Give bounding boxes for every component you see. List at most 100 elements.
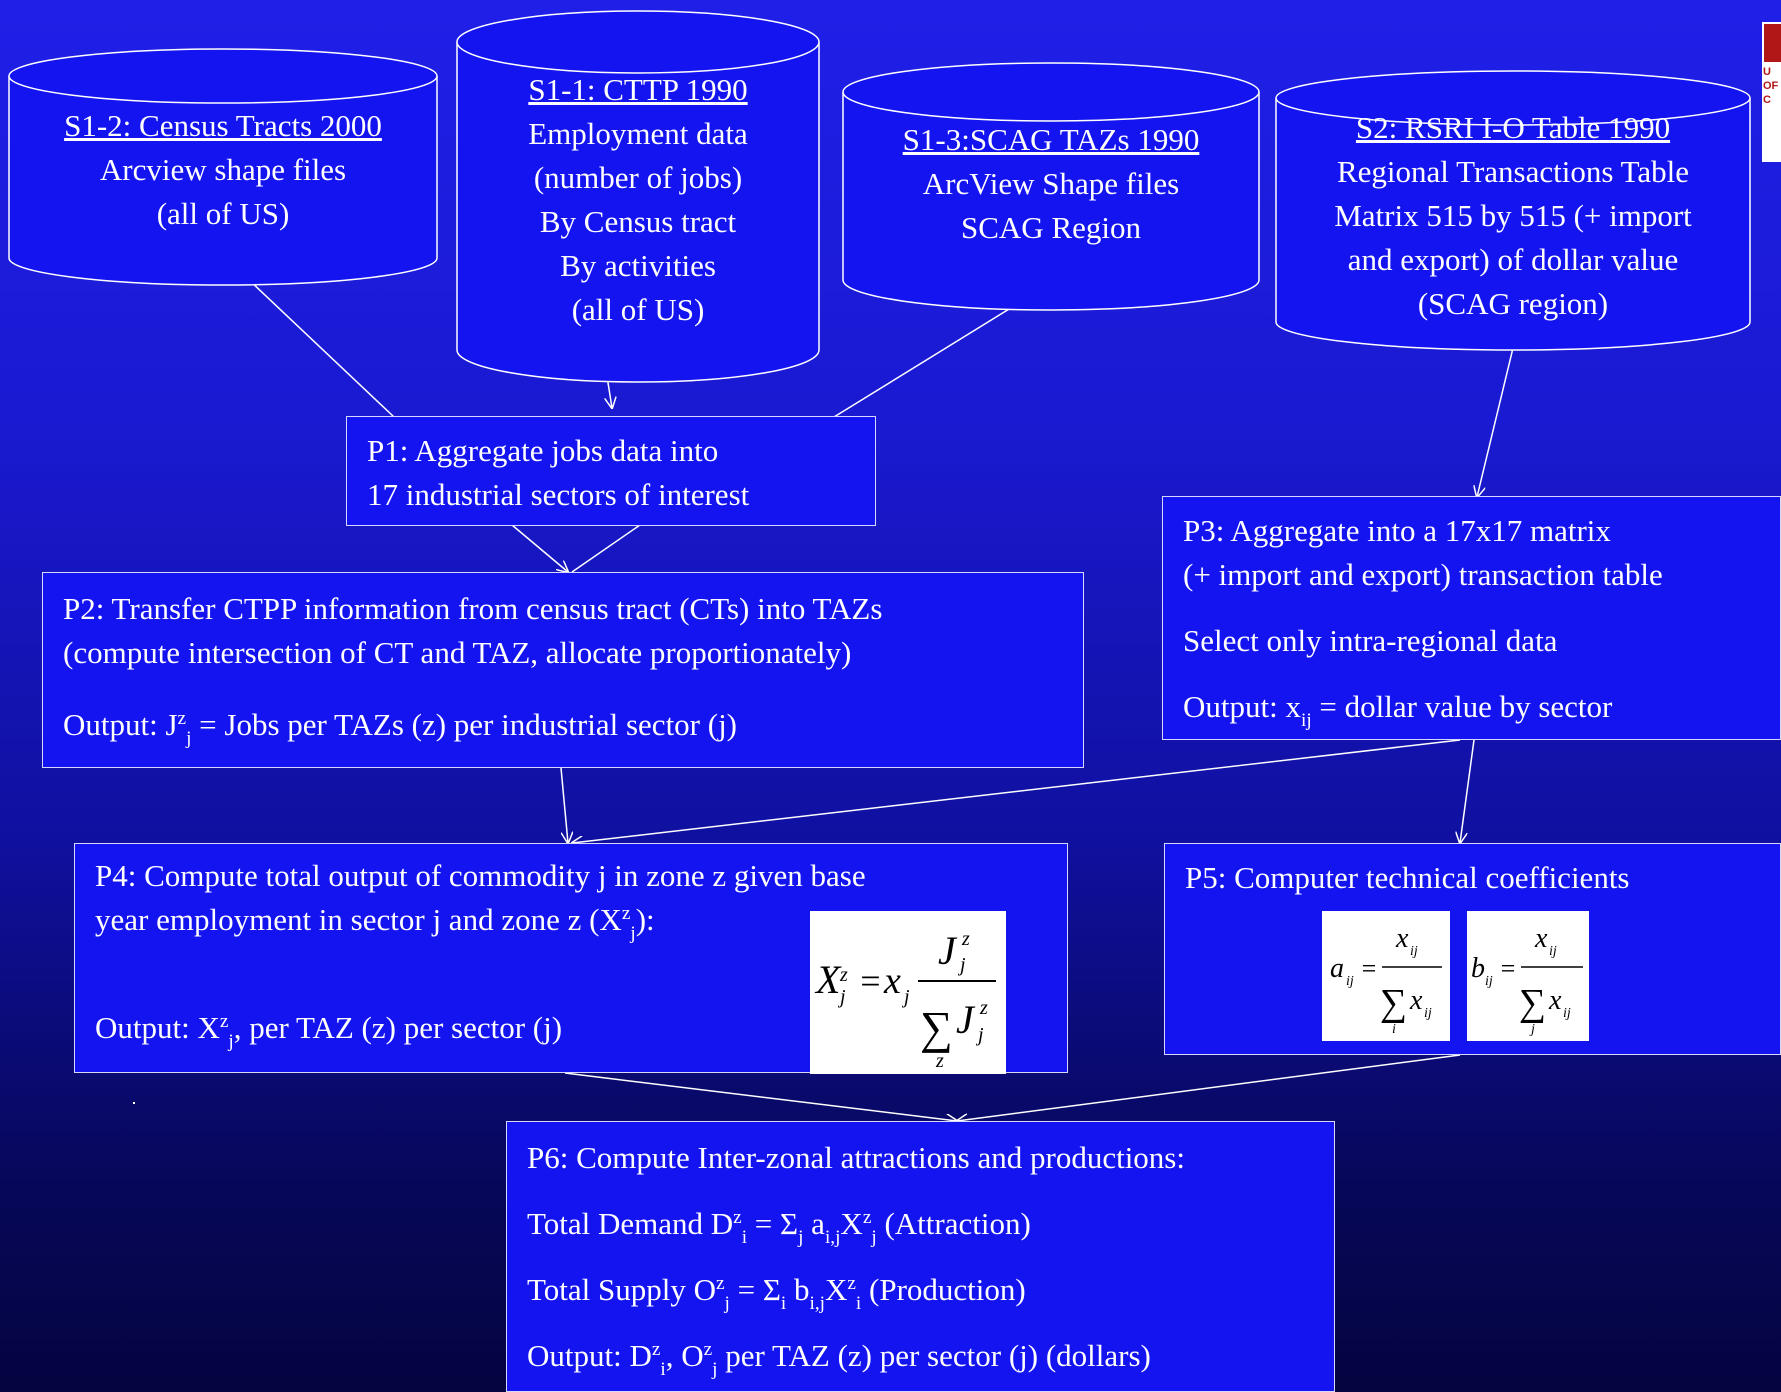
source-s1-3-text: S1-3:SCAG TAZs 1990 ArcView Shape files … bbox=[842, 118, 1260, 250]
svg-text:=: = bbox=[1360, 954, 1378, 983]
process-p2-box: P2: Transfer CTPP information from censu… bbox=[42, 572, 1084, 768]
edge-p5-to-p6 bbox=[957, 1054, 1461, 1121]
process-p4-line-1: P4: Compute total output of commodity j … bbox=[95, 858, 866, 893]
p5-formula-a-svg: a ij = x ij ∑ x ij i bbox=[1330, 923, 1442, 1037]
logo-line-1: U bbox=[1763, 66, 1771, 78]
svg-text:∑: ∑ bbox=[1380, 982, 1407, 1024]
process-p5-box: P5: Computer technical coefficients a ij… bbox=[1164, 843, 1781, 1055]
svg-text:j: j bbox=[957, 954, 966, 976]
process-p3-line-2: (+ import and export) transaction table bbox=[1183, 557, 1663, 592]
source-s1-1-title: S1-1: CTTP 1990 bbox=[528, 72, 748, 107]
process-p6-title: P6: Compute Inter-zonal attractions and … bbox=[527, 1140, 1185, 1175]
svg-text:z: z bbox=[979, 997, 988, 1019]
source-s1-2-text: S1-2: Census Tracts 2000 Arcview shape f… bbox=[8, 104, 438, 236]
process-p1-line-2: 17 industrial sectors of interest bbox=[367, 477, 750, 512]
process-p3-output: Output: xij = dollar value by sector bbox=[1183, 689, 1613, 731]
source-s2-line-4: (SCAG region) bbox=[1417, 286, 1609, 321]
p4-formula-svg: X z j = x j J z j ∑ J z j z bbox=[814, 928, 996, 1072]
source-s1-1-line-2: (number of jobs) bbox=[533, 160, 743, 195]
process-p5-title: P5: Computer technical coefficients bbox=[1185, 860, 1630, 895]
svg-text:=: = bbox=[858, 961, 882, 1001]
cylinder-shape bbox=[1275, 70, 1751, 351]
process-p3-box: P3: Aggregate into a 17x17 matrix (+ imp… bbox=[1162, 496, 1781, 740]
svg-text:ij: ij bbox=[1424, 1006, 1432, 1021]
source-s2-line-2: Matrix 515 by 515 (+ import bbox=[1334, 198, 1692, 233]
source-s2-line-1: Regional Transactions Table bbox=[1336, 154, 1689, 189]
university-logo: U OF C bbox=[1762, 22, 1781, 162]
process-p2-output: Output: Jzj = Jobs per TAZs (z) per indu… bbox=[63, 707, 738, 749]
svg-text:ij: ij bbox=[1549, 944, 1557, 959]
source-s1-3-cylinder: S1-3:SCAG TAZs 1990 ArcView Shape files … bbox=[842, 62, 1260, 312]
svg-text:j: j bbox=[837, 986, 846, 1008]
source-s1-1-line-1: Employment data bbox=[528, 116, 748, 151]
edge-p4-to-p6 bbox=[564, 1072, 957, 1121]
process-p6-output: Output: Dzi, Ozj per TAZ (z) per sector … bbox=[527, 1338, 1151, 1380]
process-p4-box: P4: Compute total output of commodity j … bbox=[74, 843, 1068, 1074]
process-p2-line-1: P2: Transfer CTPP information from censu… bbox=[63, 591, 883, 626]
edge-p1-to-p2-a bbox=[511, 524, 568, 572]
process-p6-supply: Total Supply Ozj = Σi bi,jXzi (Productio… bbox=[527, 1272, 1026, 1314]
process-p6-box: P6: Compute Inter-zonal attractions and … bbox=[506, 1121, 1335, 1392]
edge-p3-to-p5 bbox=[1460, 739, 1475, 843]
svg-text:∑: ∑ bbox=[920, 1002, 953, 1053]
svg-text:j: j bbox=[975, 1024, 984, 1046]
svg-text:x: x bbox=[1409, 985, 1423, 1016]
svg-text:x: x bbox=[1534, 923, 1548, 954]
source-s1-1-line-4: By activities bbox=[560, 248, 716, 283]
source-s1-3-line-2: SCAG Region bbox=[961, 210, 1141, 245]
svg-text:j: j bbox=[1529, 1022, 1535, 1037]
svg-text:z: z bbox=[839, 964, 848, 986]
p5-formula-a: a ij = x ij ∑ x ij i bbox=[1322, 911, 1450, 1041]
process-p2-line-2: (compute intersection of CT and TAZ, all… bbox=[63, 635, 852, 670]
svg-text:x: x bbox=[1548, 985, 1562, 1016]
edge-s1-2-to-p1 bbox=[229, 261, 395, 418]
svg-text:ij: ij bbox=[1485, 974, 1493, 989]
edge-p2-to-p4 bbox=[560, 767, 568, 843]
p5-formula-b-svg: b ij = x ij ∑ x ij j bbox=[1471, 923, 1583, 1037]
edge-p1-to-p2-b bbox=[571, 524, 641, 573]
source-s2-line-3: and export) of dollar value bbox=[1347, 242, 1679, 277]
stray-dot bbox=[133, 1102, 135, 1104]
svg-text:ij: ij bbox=[1410, 944, 1418, 959]
edge-s2-to-p3 bbox=[1477, 347, 1514, 497]
process-p4-output: Output: Xzj, per TAZ (z) per sector (j) bbox=[95, 1010, 563, 1052]
svg-text:z: z bbox=[961, 928, 970, 950]
process-p1-line-1: P1: Aggregate jobs data into bbox=[367, 433, 719, 468]
edge-s1-3-to-p1 bbox=[833, 289, 1041, 418]
process-p4-line-2: year employment in sector j and zone z (… bbox=[95, 902, 655, 944]
source-s2-cylinder: S2: RSRI I-O Table 1990 Regional Transac… bbox=[1275, 70, 1751, 352]
svg-text:J: J bbox=[956, 997, 976, 1042]
p5-formula-b: b ij = x ij ∑ x ij j bbox=[1467, 911, 1589, 1041]
cylinder-shape bbox=[456, 10, 820, 383]
source-s1-1-line-3: By Census tract bbox=[539, 204, 737, 239]
p4-formula: X z j = x j J z j ∑ J z j z bbox=[810, 911, 1006, 1074]
cylinder-shape bbox=[842, 62, 1260, 311]
source-s1-2-cylinder: S1-2: Census Tracts 2000 Arcview shape f… bbox=[8, 48, 438, 286]
logo-red-block bbox=[1764, 24, 1781, 62]
svg-text:=: = bbox=[1499, 954, 1517, 983]
process-p3-line-1: P3: Aggregate into a 17x17 matrix bbox=[1183, 513, 1611, 548]
svg-text:j: j bbox=[901, 986, 910, 1008]
cylinder-shape bbox=[8, 48, 438, 286]
svg-text:ij: ij bbox=[1563, 1006, 1571, 1021]
logo-line-2: OF bbox=[1763, 80, 1779, 92]
svg-text:b: b bbox=[1471, 953, 1485, 984]
source-s1-3-line-1: ArcView Shape files bbox=[922, 166, 1180, 201]
source-s2-title: S2: RSRI I-O Table 1990 bbox=[1355, 110, 1671, 145]
source-s1-2-title: S1-2: Census Tracts 2000 bbox=[64, 108, 382, 143]
process-p1-box: P1: Aggregate jobs data into 17 industri… bbox=[346, 416, 876, 526]
svg-text:X: X bbox=[814, 957, 842, 1002]
logo-line-3: C bbox=[1763, 94, 1771, 106]
svg-text:x: x bbox=[883, 960, 901, 1002]
svg-text:i: i bbox=[1392, 1022, 1396, 1037]
source-s1-1-cylinder: S1-1: CTTP 1990 Employment data (number … bbox=[456, 10, 820, 384]
process-p3-line-3: Select only intra-regional data bbox=[1183, 623, 1558, 658]
process-p6-demand: Total Demand Dzi = Σj ai,jXzj (Attractio… bbox=[527, 1206, 1031, 1248]
svg-text:∑: ∑ bbox=[1519, 982, 1546, 1024]
source-s1-3-title: S1-3:SCAG TAZs 1990 bbox=[902, 122, 1200, 157]
source-s1-2-line-1: Arcview shape files bbox=[99, 152, 347, 187]
svg-text:J: J bbox=[938, 928, 958, 973]
source-s1-1-text: S1-1: CTTP 1990 Employment data (number … bbox=[456, 68, 820, 332]
svg-text:z: z bbox=[935, 1050, 944, 1072]
